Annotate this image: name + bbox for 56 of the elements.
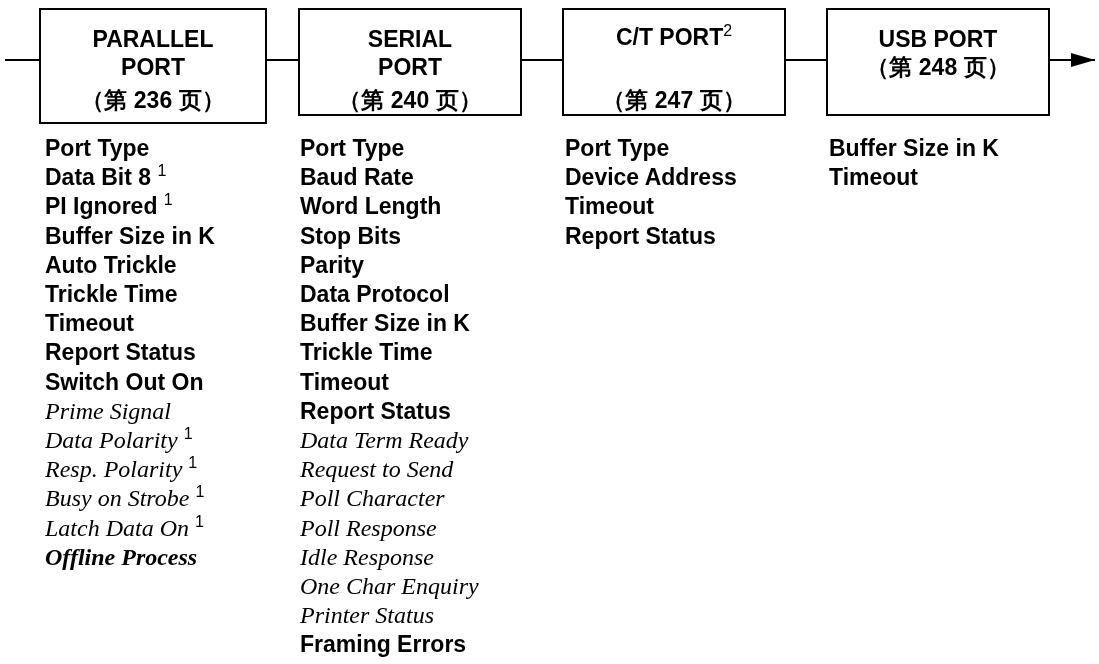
setting-name: Baud Rate xyxy=(300,163,414,192)
setting-name: Timeout xyxy=(565,192,655,221)
setting-name: Port Type xyxy=(565,134,670,162)
connector-line xyxy=(521,59,563,61)
setting-name: Busy on Strobe $^{1}$ xyxy=(45,484,205,513)
port-box xyxy=(826,8,1050,116)
page-reference: （第 247 页） xyxy=(601,86,747,114)
port-box xyxy=(298,8,522,116)
setting-name: Timeout xyxy=(300,367,390,396)
setting-name: Parity xyxy=(300,250,364,279)
setting-name: Report Status xyxy=(300,396,451,425)
page-reference: （第 240 页） xyxy=(337,86,483,114)
setting-name: Trickle Time xyxy=(300,338,433,367)
setting-name: Offline Process xyxy=(45,542,198,571)
setting-name: Request to Send xyxy=(300,455,454,484)
port-name: PARALLEL PORT xyxy=(91,25,215,81)
setting-name: Data Protocol xyxy=(300,280,450,308)
connector-line xyxy=(785,59,827,61)
connector-line xyxy=(266,59,299,61)
setting-name: Device Address xyxy=(565,163,737,192)
port-name: USB PORT xyxy=(877,25,999,53)
setting-name: Framing Errors xyxy=(300,630,467,659)
setting-name: Buffer Size in K xyxy=(300,309,470,338)
setting-name: Port Type xyxy=(300,134,405,162)
setting-name: Idle Response xyxy=(300,542,434,571)
setting-name: Data Term Ready xyxy=(300,426,469,454)
setting-name: Stop Bits xyxy=(300,221,401,250)
port-name: C/T PORT$^{2}$ xyxy=(614,23,734,51)
setting-name: Timeout xyxy=(45,309,135,338)
setting-name: Resp. Polarity $^{1}$ xyxy=(45,455,198,484)
setting-name: Word Length xyxy=(300,192,442,221)
setting-name: Buffer Size in K xyxy=(45,221,215,250)
setting-name: Printer Status xyxy=(300,601,434,630)
setting-name: One Char Enquiry xyxy=(300,572,479,600)
setting-name: Trickle Time xyxy=(45,280,178,308)
setting-name: Port Type xyxy=(45,134,150,162)
setting-name: Switch Out On xyxy=(45,367,204,396)
setting-name: Timeout xyxy=(829,163,919,192)
port-box xyxy=(562,8,786,116)
setting-name: Poll Character xyxy=(300,484,445,513)
setting-name: Data Polarity $^{1}$ xyxy=(45,426,193,454)
setting-name: PI Ignored $^{1}$ xyxy=(45,192,173,221)
arrow xyxy=(1049,53,1096,67)
setting-name: Poll Response xyxy=(300,513,437,542)
port-name: SERIAL PORT xyxy=(366,25,454,81)
setting-name: Prime Signal xyxy=(45,396,171,425)
page-reference: （第 236 页） xyxy=(80,86,226,114)
setting-name: Report Status xyxy=(565,221,716,250)
setting-name: Data Bit 8 $^{1}$ xyxy=(45,163,167,192)
setting-name: Auto Trickle xyxy=(45,250,177,279)
connector-line xyxy=(4,59,40,61)
setting-name: Report Status xyxy=(45,338,196,367)
setting-name: Latch Data On $^{1}$ xyxy=(45,513,204,542)
port-box xyxy=(39,8,267,124)
setting-name: Buffer Size in K xyxy=(829,134,999,162)
page-reference: （第 248 页） xyxy=(865,53,1011,81)
